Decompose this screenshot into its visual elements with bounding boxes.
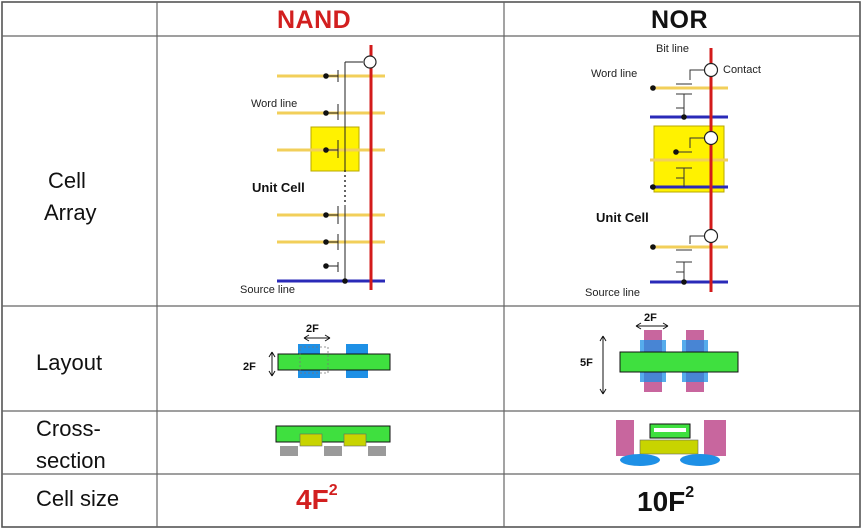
nand-layout-drawing: [268, 334, 391, 378]
nand-word-line-label: Word line: [251, 98, 298, 110]
nor-contact-label: Contact: [723, 64, 761, 76]
nand-node-dots: [323, 73, 348, 284]
row-label-cell-size: Cell size: [36, 486, 120, 511]
nand-contact: [363, 55, 377, 69]
nand-layout-height-label: 2F: [243, 361, 256, 373]
nor-source-lines: [650, 115, 728, 284]
nand-column-header: NAND: [277, 6, 352, 34]
nor-word-lines: [650, 86, 728, 249]
row-label-layout: Layout: [36, 350, 103, 375]
nor-node-dots: [650, 85, 687, 285]
nor-source-line-label: Source line: [585, 287, 641, 299]
nor-layout-height-label: 5F: [580, 357, 593, 369]
nor-cell-size-exponent: 2: [685, 484, 695, 501]
row-label-cross-section-line1: Cross-: [36, 416, 101, 441]
nand-transistor-string: [326, 61, 363, 281]
nor-word-line-label: Word line: [591, 68, 638, 80]
row-label-cell-array-line1: Cell: [48, 168, 86, 193]
nor-layout-drawing: [599, 322, 739, 395]
nor-bit-line-label: Bit line: [656, 43, 690, 55]
nor-transistors: [676, 69, 712, 282]
nor-cell-size-base: 10F: [637, 486, 686, 517]
nor-layout-width-label: 2F: [644, 312, 657, 324]
nor-contacts: [703, 62, 719, 244]
nand-unit-cell-label: Unit Cell: [252, 180, 305, 195]
nand-cross-section-drawing: [275, 425, 391, 456]
nor-cross-section-drawing: [616, 420, 726, 466]
nor-cell-size-value: 10F2: [637, 484, 695, 518]
row-label-cross-section-line2: section: [36, 448, 106, 473]
nand-cell-size-exponent: 2: [328, 482, 338, 499]
row-label-cell-array-line2: Array: [44, 200, 97, 225]
nand-cell-size-value: 4F2: [296, 482, 338, 516]
nor-column-header: NOR: [651, 6, 709, 34]
nand-source-line-label: Source line: [240, 284, 296, 296]
nand-layout-width-label: 2F: [306, 323, 319, 335]
nand-cell-size-base: 4F: [296, 484, 329, 515]
nor-unit-cell-label: Unit Cell: [596, 210, 649, 225]
